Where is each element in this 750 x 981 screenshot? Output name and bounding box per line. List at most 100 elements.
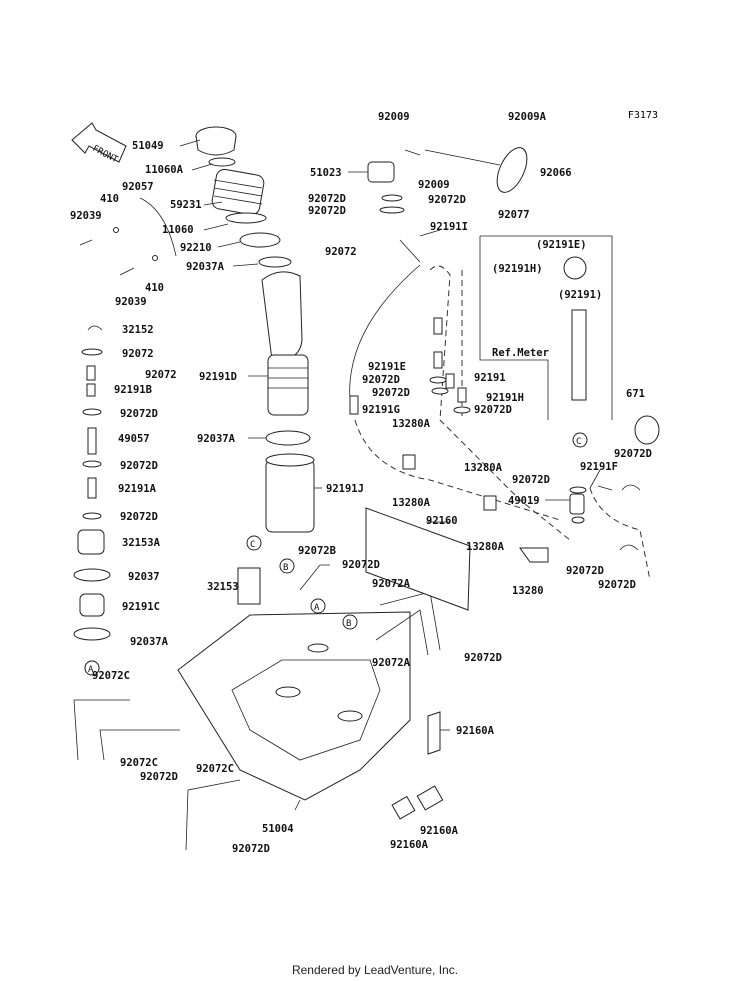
label-92191: 92191	[474, 372, 506, 384]
label-92160A-a: 92160A	[456, 725, 495, 737]
label-92072-l1: 92072	[122, 348, 154, 360]
front-arrow-icon: FRONT	[71, 122, 127, 166]
label-92191H-box: (92191H)	[492, 263, 543, 275]
callout-a-left: A	[88, 665, 94, 675]
label-92037A-mid: 92037A	[197, 433, 236, 445]
filler-hose	[261, 271, 315, 533]
pads	[391, 711, 444, 820]
label-92191E-box: (92191E)	[536, 239, 587, 251]
label-92191C: 92191C	[122, 601, 160, 613]
label-92072B: 92072B	[298, 545, 336, 557]
label-92191D: 92191D	[199, 371, 237, 383]
label-92072C-c: 92072C	[196, 763, 234, 775]
ref-meter-box	[479, 235, 613, 448]
label-51023: 51023	[310, 167, 342, 179]
callouts: A A B B C C	[84, 437, 581, 676]
label-92191A: 92191A	[118, 483, 157, 495]
label-92072D-l2: 92072D	[120, 460, 158, 472]
leader-lines	[179, 139, 601, 811]
label-92072D-t3: 92072D	[308, 205, 346, 217]
label-92160A-b: 92160A	[420, 825, 459, 837]
label-11060: 11060	[162, 224, 194, 236]
label-92072-t: 92072	[325, 246, 357, 258]
label-92072D-l4: 92072D	[140, 771, 178, 783]
label-92072-l2: 92072	[145, 369, 177, 381]
callout-b-tank: B	[346, 619, 351, 629]
callout-a-tank: A	[314, 603, 320, 613]
label-51049: 51049	[132, 140, 164, 152]
label-92191J: 92191J	[326, 483, 364, 495]
label-51004: 51004	[262, 823, 294, 835]
label-92009: 92009	[378, 111, 410, 123]
label-92072D-c1: 92072D	[362, 374, 400, 386]
callout-b-hose: B	[283, 563, 288, 573]
label-92009A: 92009A	[508, 111, 547, 123]
label-92037A-top: 92037A	[186, 261, 225, 273]
fuel-cap-assembly	[195, 126, 292, 268]
label-92072D-m1: 92072D	[342, 559, 380, 571]
label-32152: 32152	[122, 324, 154, 336]
label-92037: 92037	[128, 571, 160, 583]
label-13280A-a: 13280A	[392, 418, 431, 430]
callout-c-box: C	[576, 437, 581, 447]
label-410-a: 410	[100, 193, 119, 205]
label-92191B: 92191B	[114, 384, 152, 396]
label-92037A-l: 92037A	[130, 636, 169, 648]
label-13280A-d: 13280A	[466, 541, 505, 553]
label-92072D-l3: 92072D	[120, 511, 158, 523]
left-small-parts	[73, 325, 111, 676]
label-92191-box: (92191)	[558, 289, 602, 301]
lanyard-hardware	[79, 197, 177, 276]
label-13280A-c: 13280A	[464, 462, 503, 474]
footer-credit: Rendered by LeadVenture, Inc.	[291, 963, 459, 977]
figure-code: F3173	[627, 110, 658, 121]
label-671: 671	[626, 388, 645, 400]
label-92072D-r3: 92072D	[566, 565, 604, 577]
label-92210: 92210	[180, 242, 212, 254]
label-92072A-b: 92072A	[372, 657, 411, 669]
label-92191H: 92191H	[486, 392, 524, 404]
label-92072D-c3: 92072D	[474, 404, 512, 416]
label-92066: 92066	[540, 167, 572, 179]
label-92072D-r1: 92072D	[614, 448, 652, 460]
label-ref-meter: Ref.Meter	[492, 347, 549, 359]
label-92191F: 92191F	[580, 461, 618, 473]
label-92191E: 92191E	[368, 361, 406, 373]
label-49057: 49057	[118, 433, 150, 445]
label-92009-b: 92009	[418, 179, 450, 191]
label-92072A-a: 92072A	[372, 578, 411, 590]
label-92072D-l1: 92072D	[120, 408, 158, 420]
callout-c-hose: C	[250, 540, 255, 550]
label-92039-a: 92039	[70, 210, 102, 222]
label-92072D-l5: 92072D	[232, 843, 270, 855]
label-92072D-t1: 92072D	[308, 193, 346, 205]
fuel-gauge-sender	[367, 147, 528, 263]
label-92072C-b: 92072C	[120, 757, 158, 769]
label-13280: 13280	[512, 585, 544, 597]
label-92160: 92160	[426, 515, 458, 527]
right-side-parts	[569, 415, 660, 581]
middle-tubes	[349, 317, 549, 611]
label-49019: 49019	[508, 495, 540, 507]
fuel-tank	[177, 535, 411, 801]
label-92160A-c: 92160A	[390, 839, 429, 851]
label-13280A-b: 13280A	[392, 497, 431, 509]
label-92072D-t2: 92072D	[428, 194, 466, 206]
label-59231: 59231	[170, 199, 202, 211]
label-92077: 92077	[498, 209, 530, 221]
part-labels: 51049 11060A 59231 11060 92210 92037A 92…	[70, 111, 652, 855]
label-32153: 32153	[207, 581, 239, 593]
label-92072D-m2: 92072D	[464, 652, 502, 664]
label-92191I: 92191I	[430, 221, 468, 233]
label-92057: 92057	[122, 181, 154, 193]
label-92039-b: 92039	[115, 296, 147, 308]
label-92191G: 92191G	[362, 404, 400, 416]
label-410-b: 410	[145, 282, 164, 294]
label-92072D-r2: 92072D	[512, 474, 550, 486]
label-92072D-c2: 92072D	[372, 387, 410, 399]
label-32153A: 32153A	[122, 537, 161, 549]
label-92072C-a: 92072C	[92, 670, 130, 682]
label-11060A: 11060A	[145, 164, 184, 176]
